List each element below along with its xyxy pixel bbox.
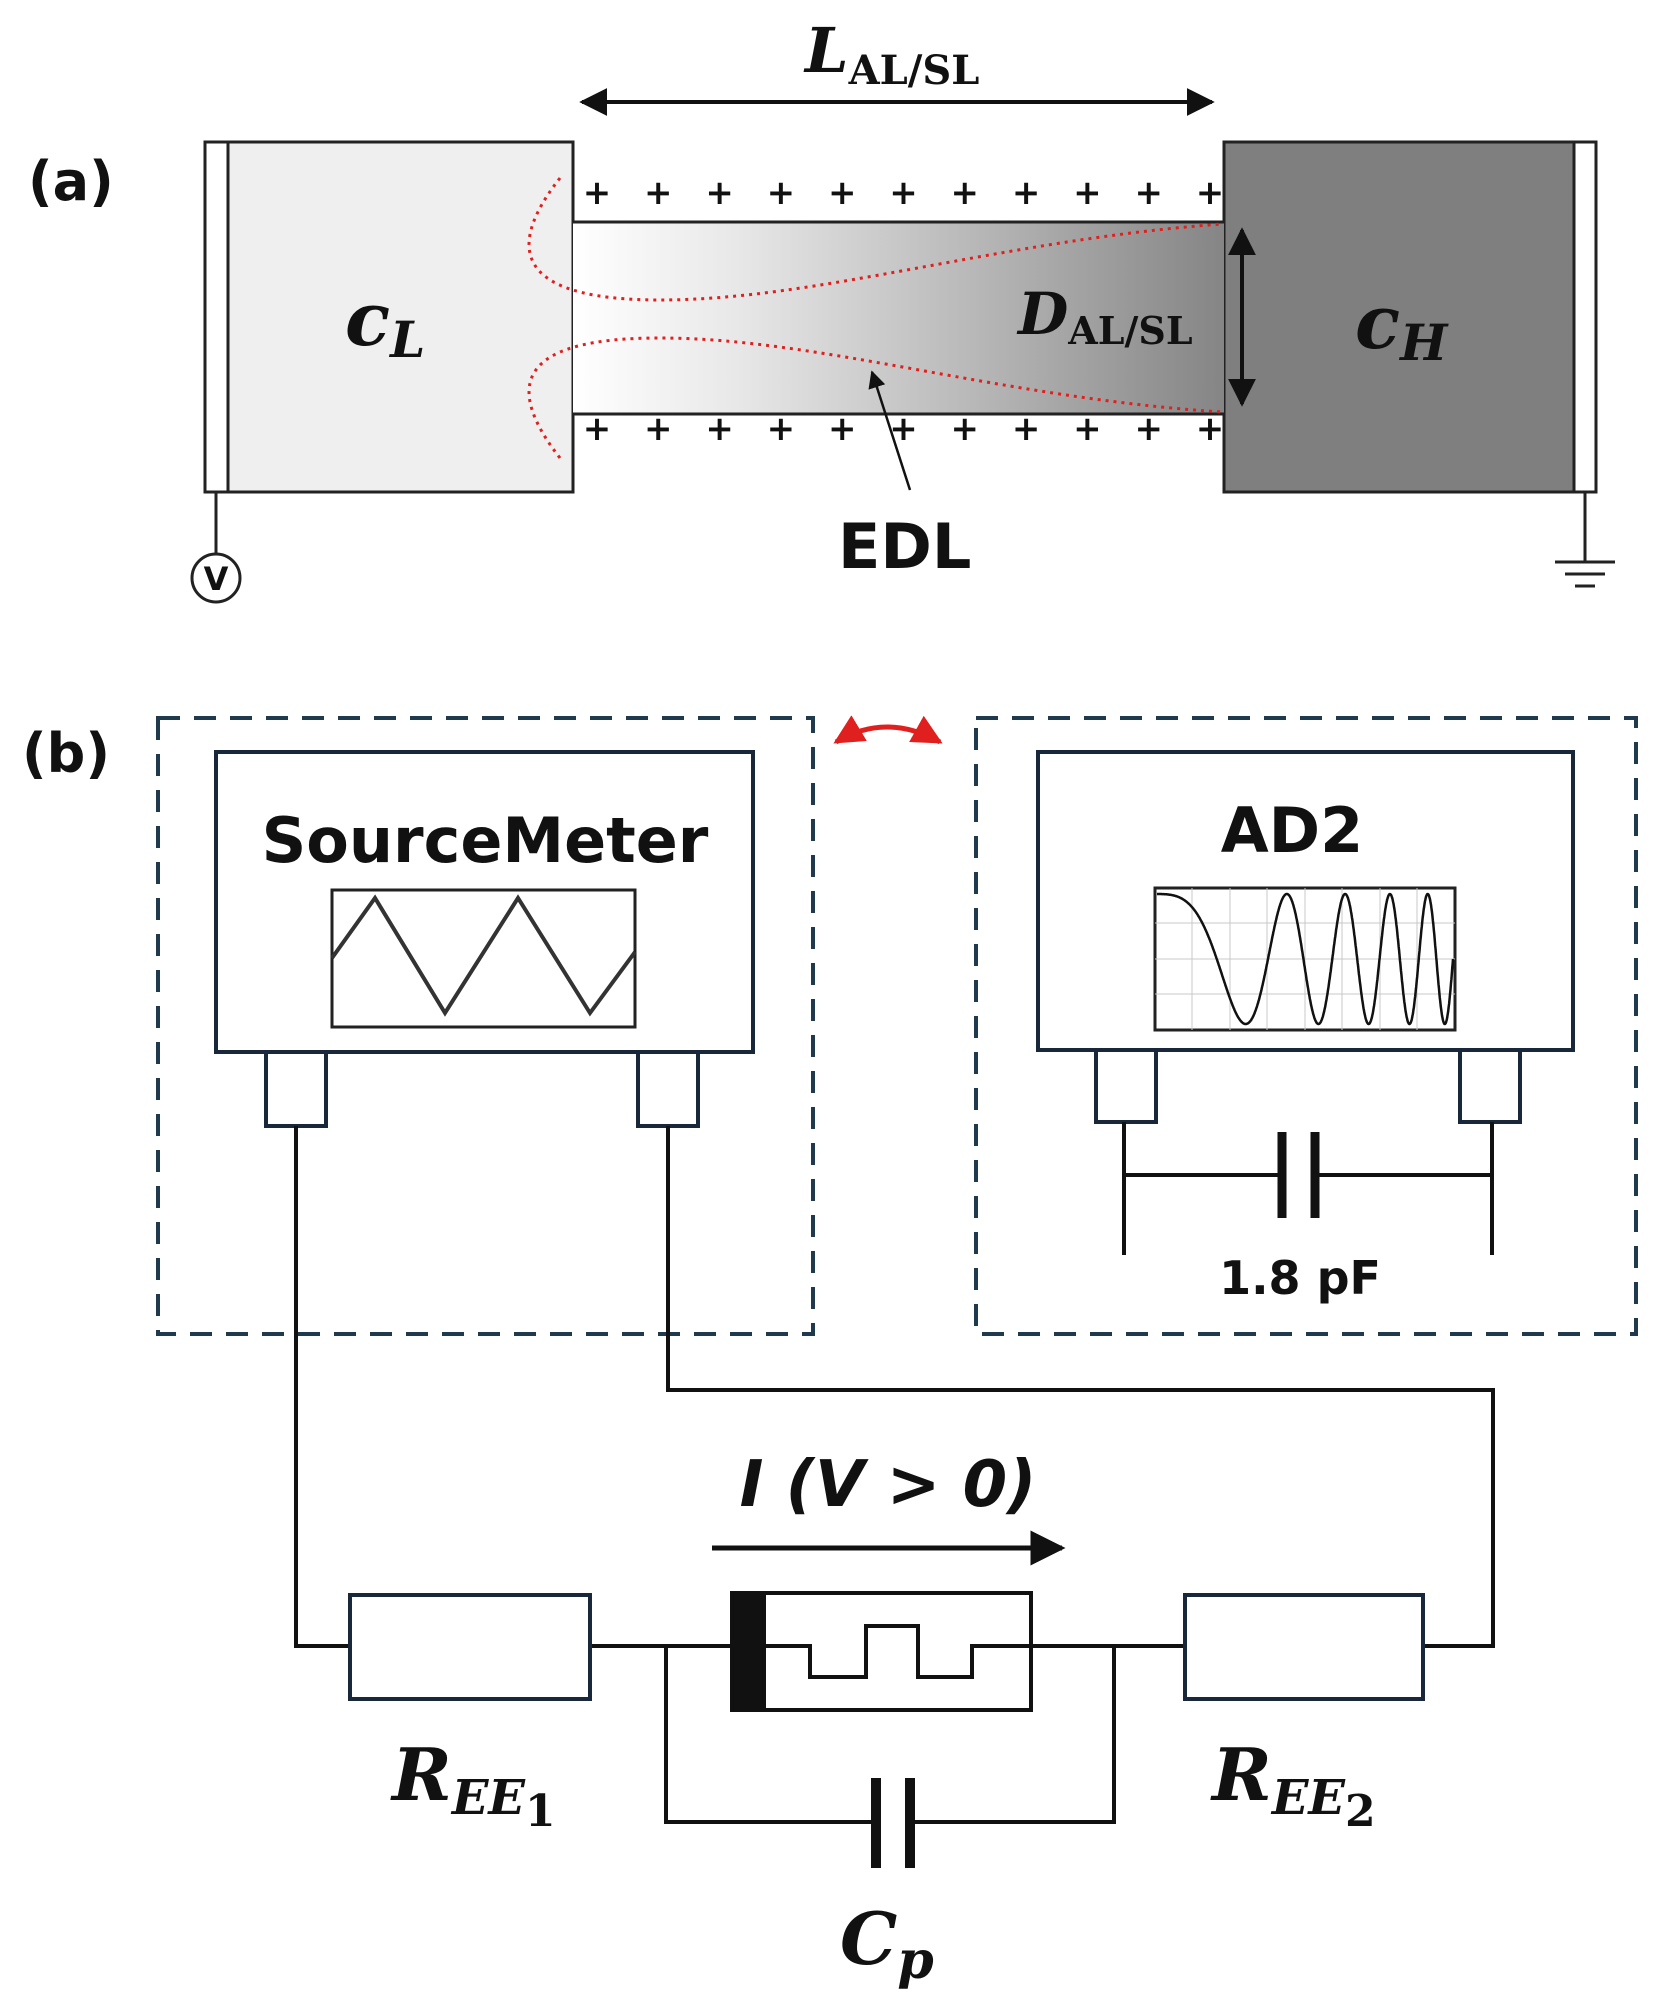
- ad2-capacitor-icon: [1122, 1122, 1494, 1255]
- voltage-source-icon: [190, 552, 242, 604]
- ad2-title: AD2: [1221, 794, 1364, 867]
- nanodevice-body: [730, 1591, 1033, 1712]
- surface-charge-plus: +: [1134, 173, 1163, 213]
- panel-a-label: (a): [28, 150, 114, 213]
- electrode-left: [203, 140, 230, 494]
- surface-charge-plus: +: [705, 173, 734, 213]
- surface-charges-bottom: + + + + + + + + + + +: [583, 409, 1225, 449]
- surface-charge-plus: +: [1196, 409, 1225, 449]
- surface-charge-plus: +: [951, 409, 980, 449]
- cp-label: Cp: [840, 1896, 934, 1991]
- ad2-dashed-box: [974, 716, 1638, 1336]
- sourcemeter-screen: [330, 888, 637, 1029]
- triangle-wave-icon: [330, 894, 637, 1017]
- surface-charge-plus: +: [583, 409, 612, 449]
- ad2-terminal-right: [1458, 1048, 1522, 1124]
- sourcemeter-terminal-right: [636, 1050, 700, 1128]
- surface-charge-plus: +: [767, 173, 796, 213]
- ad2-capacitor-value: 1.8 pF: [1219, 1251, 1381, 1305]
- ree2-resistor: [1183, 1593, 1425, 1701]
- chirp-wave-icon: [1157, 892, 1455, 1026]
- ad2-screen-grid: [1155, 888, 1455, 1030]
- length-label: LAL/SL: [803, 14, 979, 94]
- surface-charge-plus: +: [1196, 173, 1225, 213]
- reservoir-low-label: cL: [345, 277, 425, 369]
- edl-label: EDL: [838, 510, 971, 583]
- current-label: I (V > 0): [740, 1448, 1037, 1522]
- edl-pointer: [868, 370, 912, 491]
- surface-charge-plus: +: [705, 409, 734, 449]
- edl-boundary-bottom: [527, 336, 1223, 459]
- sourcemeter-title: SourceMeter: [262, 804, 709, 877]
- swap-arrow: [833, 715, 943, 745]
- surface-charge-plus: +: [889, 173, 918, 213]
- reservoir-high: [1222, 140, 1598, 494]
- surface-charge-plus: +: [583, 173, 612, 213]
- ree1-label: REE1: [390, 1732, 556, 1837]
- surface-charge-plus: +: [644, 409, 673, 449]
- diameter-label: DAL/SL: [1016, 280, 1193, 353]
- surface-charge-plus: +: [1073, 409, 1102, 449]
- sourcemeter-terminal-left: [264, 1050, 328, 1128]
- surface-charge-plus: +: [1012, 409, 1041, 449]
- panel-b: (b) SourceMeter AD2: [22, 715, 1638, 1991]
- reservoir-high-label: cH: [1355, 280, 1449, 372]
- panel-b-label: (b): [22, 722, 110, 785]
- surface-charge-plus: +: [828, 173, 857, 213]
- ground-icon: [1555, 492, 1615, 588]
- surface-charge-plus: +: [1012, 173, 1041, 213]
- surface-charge-plus: +: [828, 409, 857, 449]
- circuit-wires: [294, 1126, 1495, 1824]
- voltage-symbol: V: [204, 560, 229, 598]
- reservoir-low: [203, 140, 575, 494]
- surface-charge-plus: +: [767, 409, 796, 449]
- sourcemeter-dashed-box: [156, 716, 815, 1336]
- nanodevice-channel-icon: [766, 1624, 1031, 1679]
- surface-charges-top: + + + + + + + + + + +: [583, 173, 1225, 213]
- nanochannel: [573, 222, 1224, 414]
- nanodevice-electrode: [732, 1593, 766, 1710]
- surface-charge-plus: +: [1073, 173, 1102, 213]
- ree1-resistor: [348, 1593, 592, 1701]
- ad2-terminal-left: [1094, 1048, 1158, 1124]
- ree2-label: REE2: [1210, 1732, 1376, 1837]
- panel-a: (a) + + + + + + + + + + + + + + + + + + + + + + LAL/SL DAL/S…: [28, 14, 1615, 604]
- surface-charge-plus: +: [644, 173, 673, 213]
- electrode-right: [1572, 140, 1598, 494]
- surface-charge-plus: +: [951, 173, 980, 213]
- surface-charge-plus: +: [889, 409, 918, 449]
- surface-charge-plus: +: [1134, 409, 1163, 449]
